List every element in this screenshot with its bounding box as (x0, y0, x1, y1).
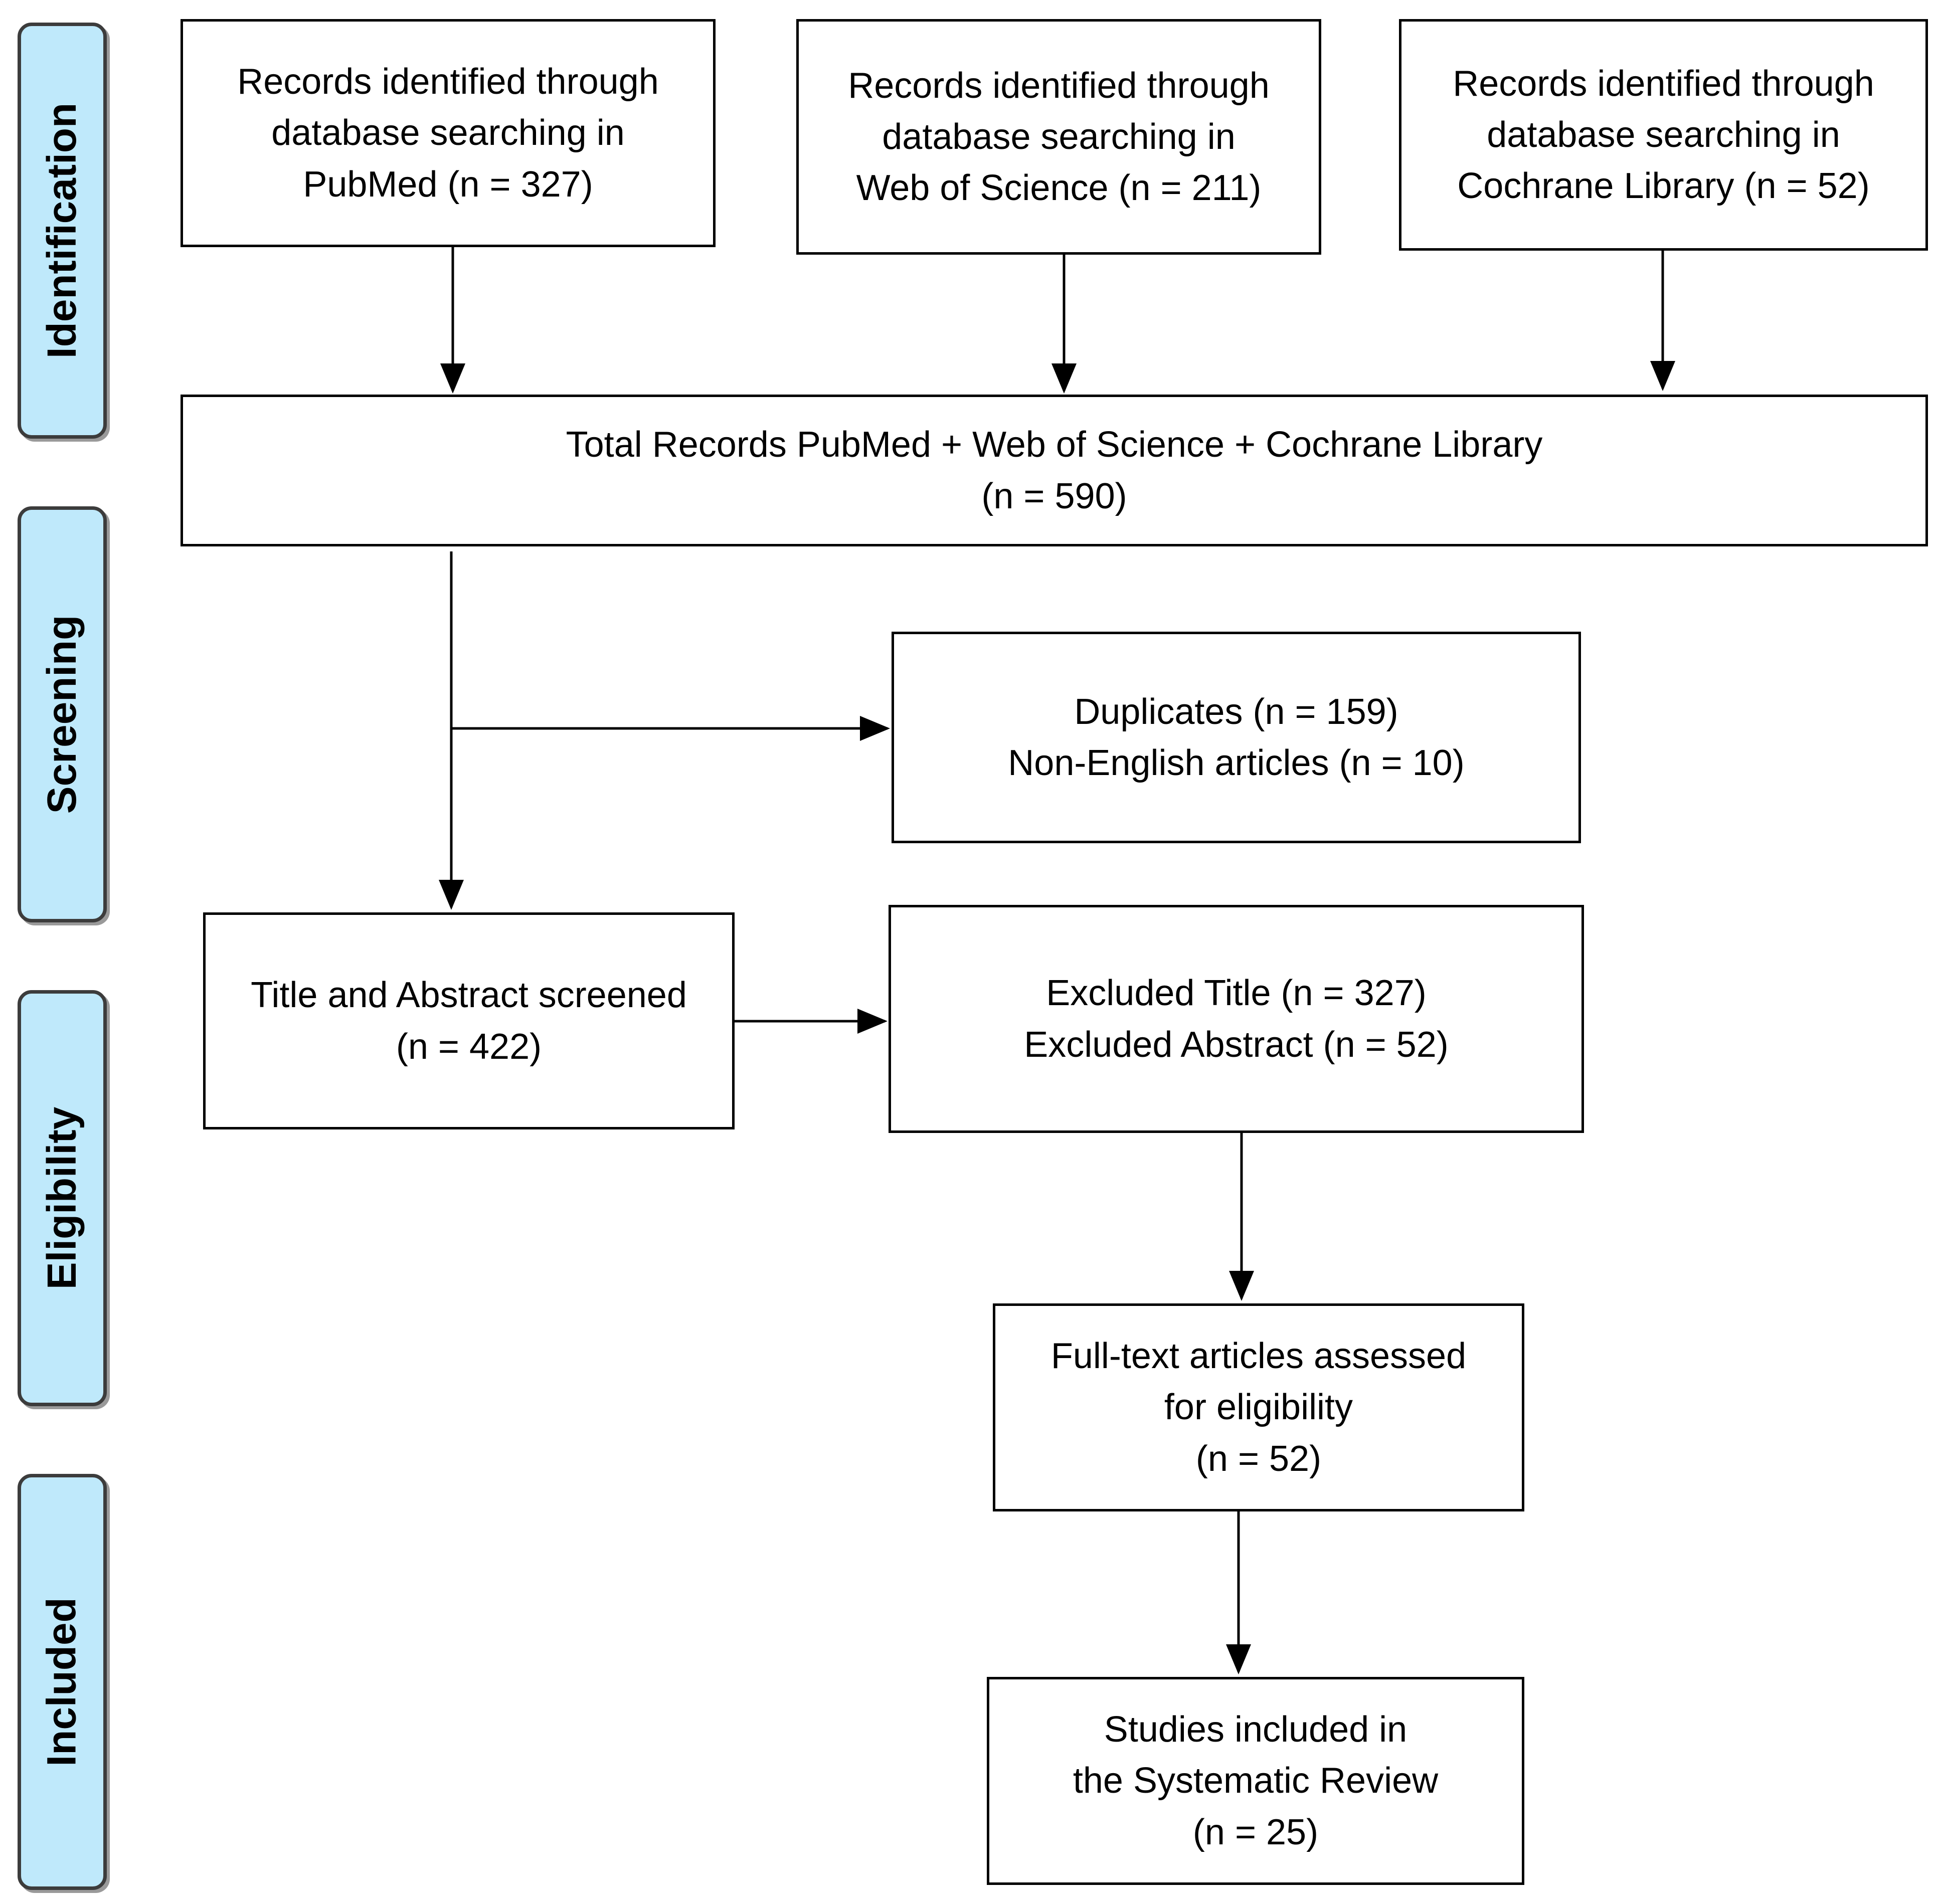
stage-identification: Identification (18, 23, 107, 439)
duplicates-line-1: Duplicates (n = 159) (1074, 691, 1398, 732)
screened-line-1: Title and Abstract screened (251, 975, 687, 1016)
included-line-3: (n = 25) (1192, 1812, 1319, 1852)
duplicates-line-2: Non-English articles (n = 10) (1008, 743, 1465, 783)
wos-line-2: database searching in (882, 116, 1236, 157)
cochrane-line-2: database searching in (1487, 114, 1840, 155)
wos-line-1: Records identified through (848, 65, 1270, 106)
box-total-records: Total Records PubMed + Web of Science + … (181, 395, 1928, 546)
wos-line-3: Web of Science (n = 211) (856, 168, 1262, 209)
box-studies-included: Studies included in the Systematic Revie… (987, 1677, 1524, 1885)
excluded-line-1: Excluded Title (n = 327) (1046, 973, 1427, 1014)
included-line-2: the Systematic Review (1073, 1761, 1439, 1801)
box-title-abstract-screened: Title and Abstract screened (n = 422) (203, 912, 735, 1129)
cochrane-line-3: Cochrane Library (n = 52) (1457, 166, 1870, 207)
pubmed-line-2: database searching in (271, 113, 625, 153)
box-duplicates-removed: Duplicates (n = 159) Non-English article… (892, 632, 1581, 843)
box-full-text-assessed: Full-text articles assessed for eligibil… (993, 1303, 1524, 1511)
box-web-of-science-records: Records identified through database sear… (796, 19, 1321, 255)
pubmed-line-1: Records identified through (237, 62, 659, 102)
stage-eligibility: Eligibility (18, 990, 107, 1406)
box-excluded-records: Excluded Title (n = 327) Excluded Abstra… (889, 905, 1584, 1133)
screened-line-2: (n = 422) (396, 1026, 542, 1067)
fulltext-line-1: Full-text articles assessed (1050, 1336, 1467, 1377)
box-pubmed-records: Records identified through database sear… (181, 19, 716, 247)
box-cochrane-records: Records identified through database sear… (1399, 19, 1928, 251)
stage-screening: Screening (18, 506, 107, 922)
stage-included: Included (18, 1474, 107, 1890)
total-line-1: Total Records PubMed + Web of Science + … (566, 425, 1543, 465)
total-line-2: (n = 590) (981, 476, 1127, 516)
included-line-1: Studies included in (1104, 1709, 1407, 1750)
fulltext-line-2: for eligibility (1164, 1387, 1353, 1428)
cochrane-line-1: Records identified through (1453, 63, 1874, 104)
fulltext-line-3: (n = 52) (1195, 1438, 1322, 1479)
pubmed-line-3: PubMed (n = 327) (303, 164, 593, 205)
excluded-line-2: Excluded Abstract (n = 52) (1024, 1024, 1449, 1065)
